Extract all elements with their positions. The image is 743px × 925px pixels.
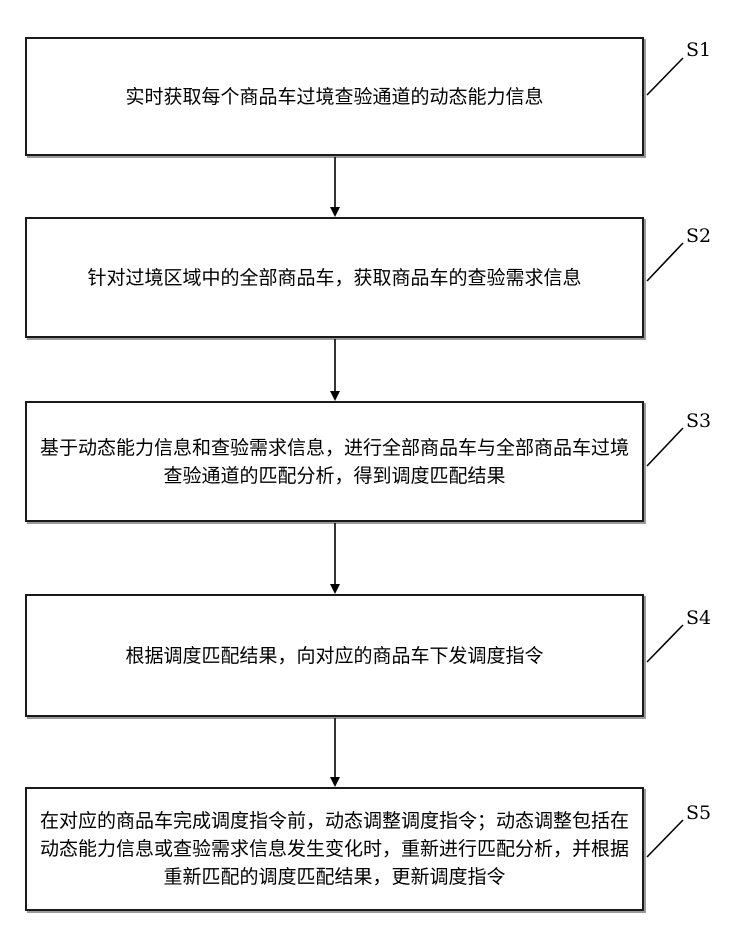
leader-line-s3: [647, 428, 683, 466]
leader-line-s5: [647, 820, 683, 857]
leader-line-s2: [647, 243, 683, 281]
leader-line-s1: [647, 58, 683, 95]
leader-line-s4: [647, 625, 683, 662]
